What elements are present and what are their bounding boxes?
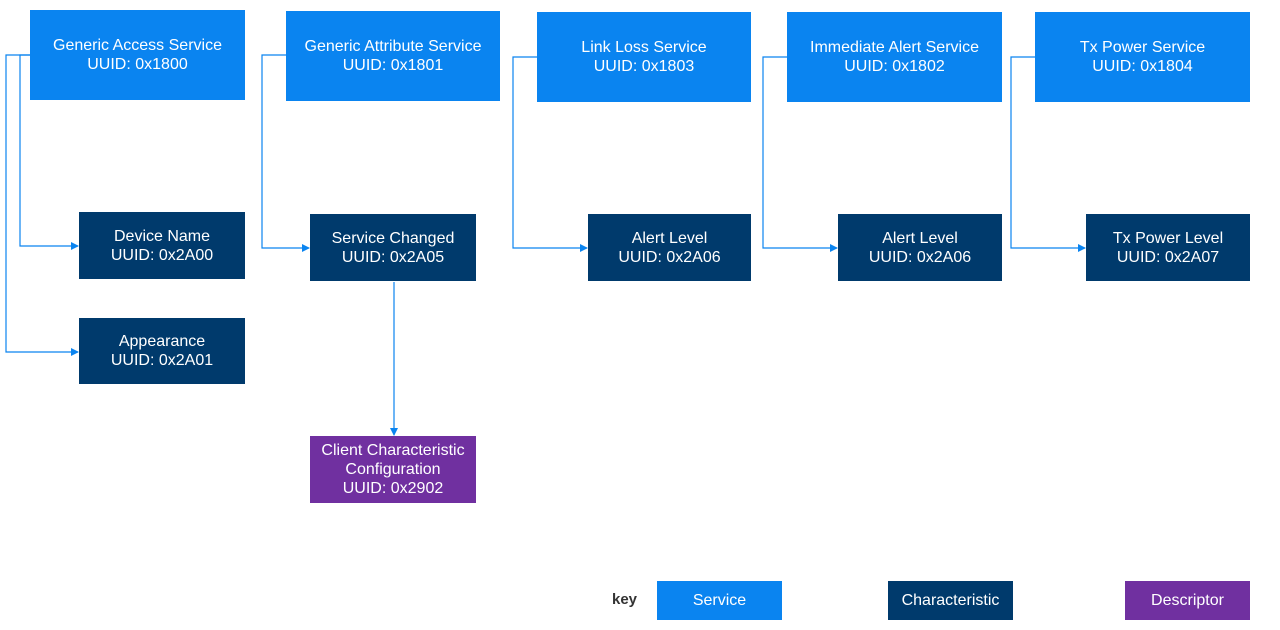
descriptor-client-characteristic-configuration: Client Characteristic Configuration UUID… — [310, 436, 476, 503]
legend-descriptor: Descriptor — [1125, 581, 1250, 620]
characteristic-name: Device Name — [113, 227, 211, 245]
service-uuid: UUID: 0x1800 — [87, 56, 188, 73]
descriptor-uuid: UUID: 0x2902 — [342, 480, 444, 497]
service-name: Link Loss Service — [581, 39, 707, 56]
connector-generic-attribute-service-changed — [261, 54, 310, 252]
service-generic-access: Generic Access Service UUID: 0x1800 — [30, 10, 245, 100]
connector-immediate-alert-alert-level — [762, 56, 838, 252]
service-generic-attribute: Generic Attribute Service UUID: 0x1801 — [286, 11, 500, 101]
characteristic-name: Alert Level — [631, 229, 708, 247]
characteristic-uuid: UUID: 0x2A01 — [110, 352, 214, 369]
service-uuid: UUID: 0x1803 — [593, 58, 695, 75]
connector-generic-access-appearance — [5, 54, 79, 356]
characteristic-appearance: Appearance UUID: 0x2A01 — [79, 318, 245, 384]
service-immediate-alert: Immediate Alert Service UUID: 0x1802 — [787, 12, 1002, 102]
service-name: Immediate Alert Service — [810, 39, 979, 56]
characteristic-uuid: UUID: 0x2A05 — [341, 248, 445, 266]
service-name: Tx Power Service — [1079, 39, 1206, 56]
characteristic-name: Service Changed — [331, 229, 455, 247]
characteristic-name: Alert Level — [882, 229, 958, 247]
service-uuid: UUID: 0x1801 — [342, 57, 444, 74]
characteristic-alert-level-link-loss: Alert Level UUID: 0x2A06 — [588, 214, 751, 281]
descriptor-name-line2: Configuration — [345, 461, 441, 478]
service-uuid: UUID: 0x1804 — [1092, 58, 1193, 75]
characteristic-uuid: UUID: 0x2A00 — [110, 246, 214, 264]
characteristic-device-name: Device Name UUID: 0x2A00 — [79, 212, 245, 279]
service-name: Generic Attribute Service — [304, 38, 482, 55]
service-name: Generic Access Service — [53, 37, 222, 54]
characteristic-service-changed: Service Changed UUID: 0x2A05 — [310, 214, 476, 281]
characteristic-uuid: UUID: 0x2A06 — [868, 248, 972, 266]
service-tx-power: Tx Power Service UUID: 0x1804 — [1035, 12, 1250, 102]
service-link-loss: Link Loss Service UUID: 0x1803 — [537, 12, 751, 102]
characteristic-uuid: UUID: 0x2A06 — [618, 248, 721, 266]
descriptor-name-line1: Client Characteristic — [321, 442, 465, 459]
connector-link-loss-alert-level — [512, 56, 588, 252]
characteristic-alert-level-immediate-alert: Alert Level UUID: 0x2A06 — [838, 214, 1002, 281]
legend-descriptor-label: Descriptor — [1151, 592, 1224, 609]
characteristic-tx-power-level: Tx Power Level UUID: 0x2A07 — [1086, 214, 1250, 281]
connector-tx-power-tx-power-level — [1010, 56, 1086, 252]
legend-service: Service — [657, 581, 782, 620]
legend-service-label: Service — [692, 592, 747, 609]
legend-title: key — [612, 591, 638, 608]
legend-characteristic-label: Characteristic — [901, 592, 1000, 609]
characteristic-uuid: UUID: 0x2A07 — [1116, 248, 1220, 266]
characteristic-name: Tx Power Level — [1112, 229, 1224, 247]
characteristic-name: Appearance — [118, 333, 206, 350]
service-uuid: UUID: 0x1802 — [844, 58, 945, 75]
legend-characteristic: Characteristic — [888, 581, 1013, 620]
